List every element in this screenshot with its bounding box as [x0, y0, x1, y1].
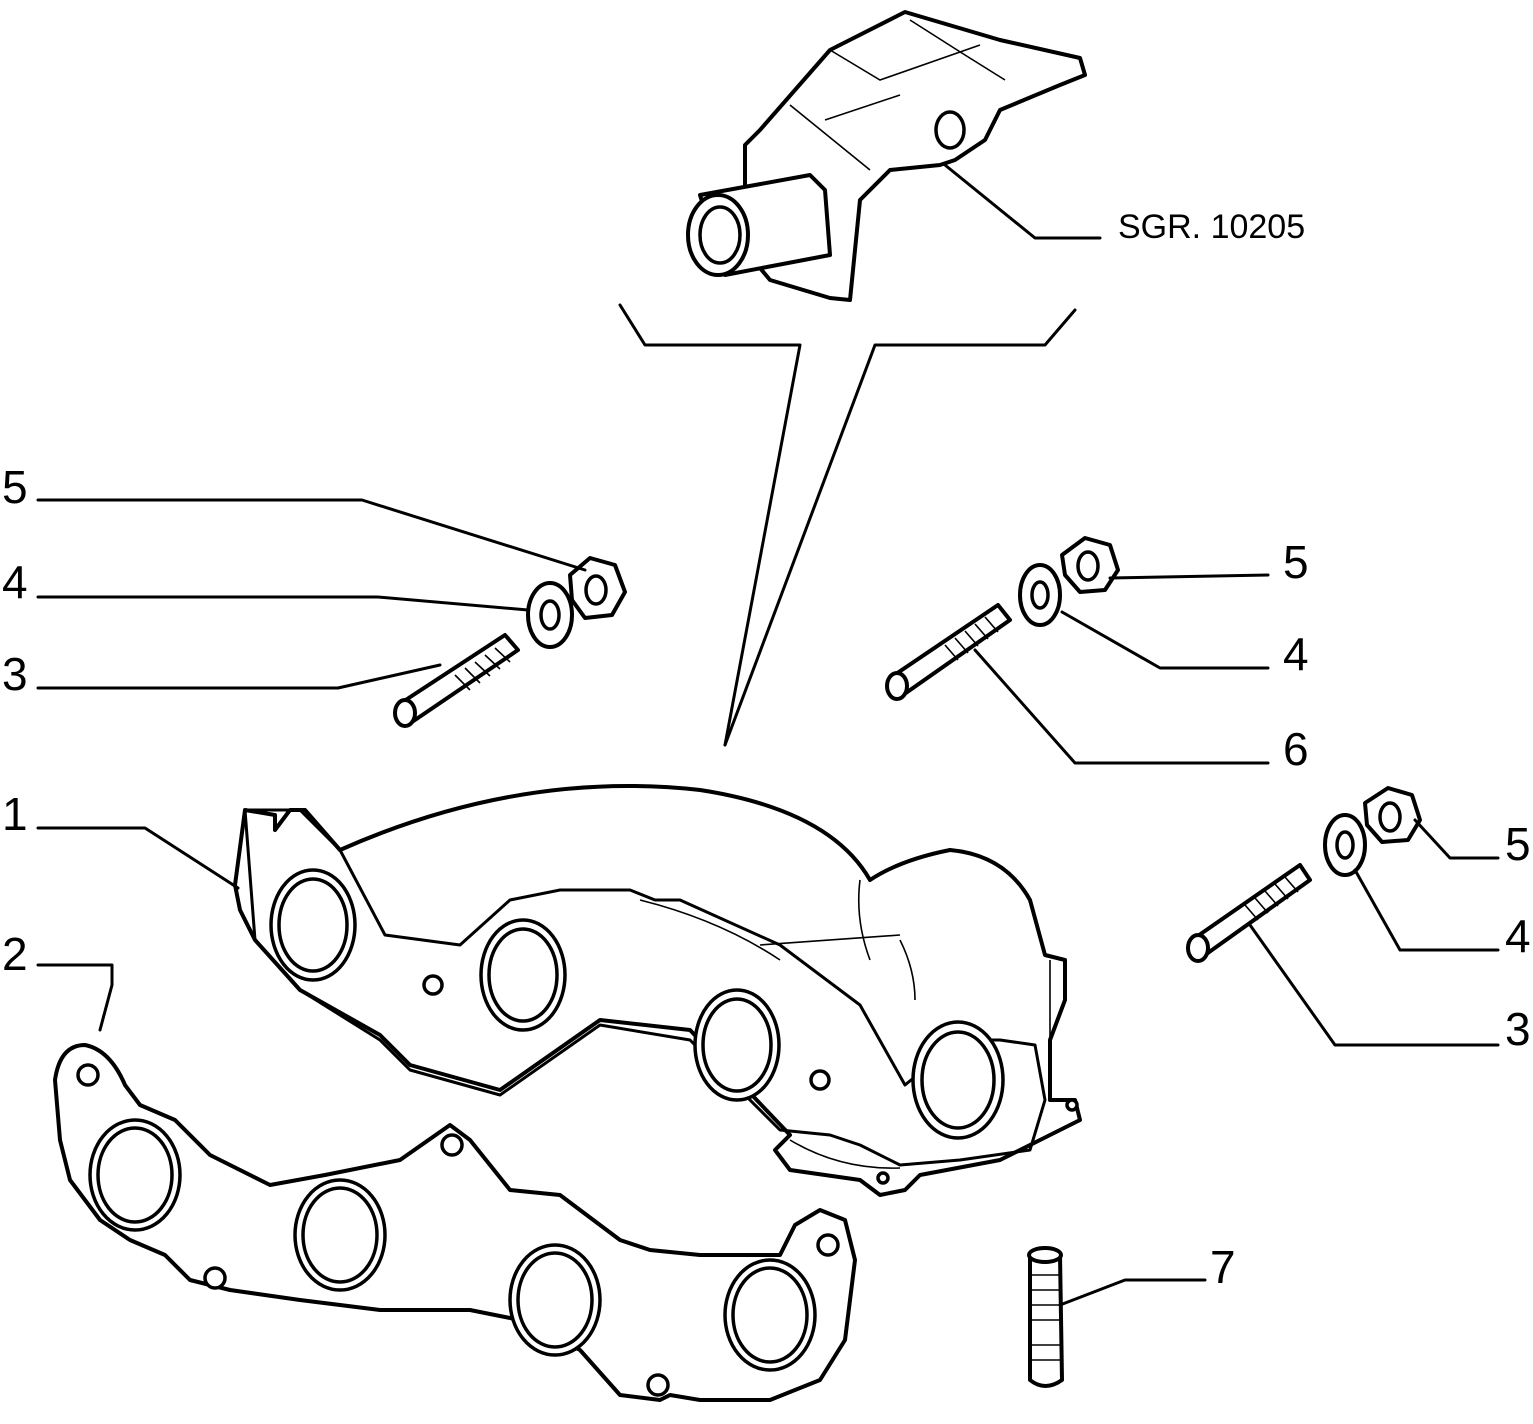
callout-5-left: 5	[2, 461, 28, 513]
callout-4-left: 4	[2, 556, 28, 608]
callout-3-right: 3	[1505, 1003, 1531, 1055]
stud-right-part	[1186, 863, 1312, 963]
detail-pointer-left-bracket	[618, 303, 802, 747]
manifold-gasket-part	[53, 1043, 857, 1402]
reference-code-label: SGR. 10205	[1118, 208, 1305, 246]
callout-2: 2	[2, 928, 28, 980]
washer-right-part	[1323, 813, 1367, 877]
callout-3-left: 3	[2, 648, 28, 700]
heat-shield-part	[686, 10, 1087, 302]
nut-left-part	[568, 556, 627, 620]
leader-c3-right	[1248, 923, 1500, 1047]
reference-leader-line	[943, 163, 1102, 240]
callout-1: 1	[2, 788, 28, 840]
callout-6: 6	[1283, 723, 1309, 775]
leader-c4-mid	[1060, 610, 1270, 670]
washer-left-part	[526, 581, 574, 649]
leader-c5-mid	[1108, 573, 1270, 580]
callout-5-mid: 5	[1283, 536, 1309, 588]
nut-middle-part	[1060, 536, 1120, 594]
leader-c2	[36, 963, 114, 1032]
leader-c5-left	[36, 498, 587, 572]
leader-c5-right	[1413, 818, 1500, 860]
leader-c6	[973, 648, 1270, 765]
nut-right-part	[1363, 786, 1422, 844]
leader-c4-right	[1353, 868, 1500, 952]
leader-c3-left	[36, 663, 442, 690]
callout-4-right: 4	[1505, 910, 1531, 962]
stud-left-part	[393, 633, 520, 728]
detail-pointer-right-bracket	[723, 308, 1077, 747]
washer-middle-part	[1018, 563, 1062, 627]
stud-bottom-part	[1027, 1246, 1064, 1388]
leader-c4-left	[36, 595, 530, 612]
callout-5-right: 5	[1505, 818, 1531, 870]
callout-4-mid: 4	[1283, 628, 1309, 680]
callout-7: 7	[1210, 1241, 1236, 1293]
leader-c7	[1058, 1278, 1207, 1307]
exhaust-manifold-part	[233, 784, 1082, 1197]
leader-c1	[36, 826, 240, 890]
stud-middle-part	[885, 603, 1012, 701]
